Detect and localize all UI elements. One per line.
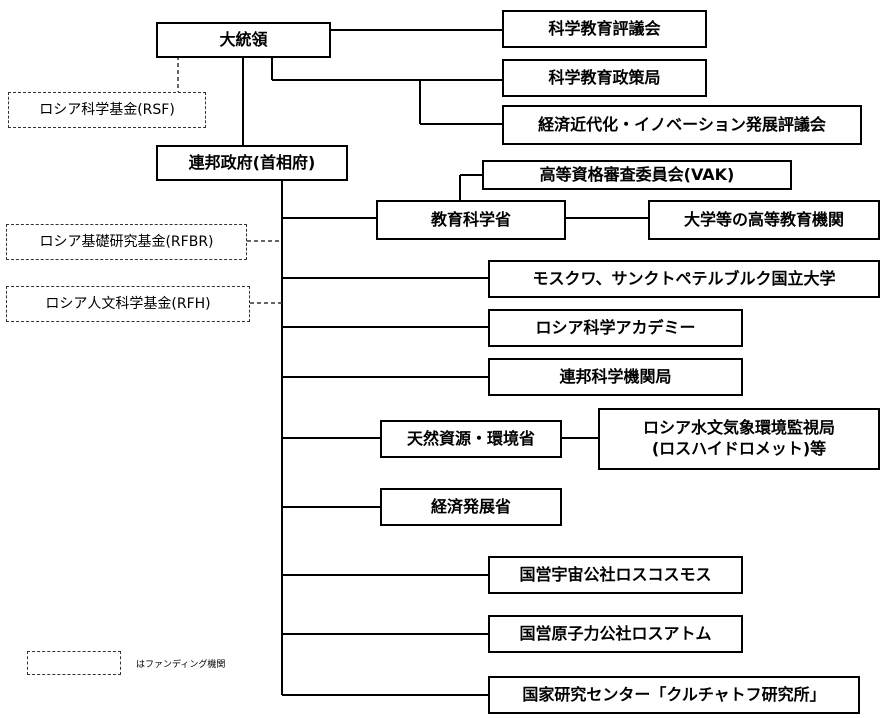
- legend-dashed-box: [27, 651, 121, 675]
- node-ministry-education-science: 教育科学省: [376, 200, 566, 240]
- node-ministry-economic-development: 経済発展省: [380, 488, 562, 526]
- node-roshydromet: ロシア水文気象環境監視局 (ロスハイドロメット)等: [598, 408, 880, 470]
- node-vak: 高等資格審査委員会(VAK): [482, 160, 792, 190]
- node-rsf-fund: ロシア科学基金(RSF): [8, 92, 206, 128]
- node-science-education-council: 科学教育評議会: [502, 10, 707, 48]
- node-ministry-natural-resources: 天然資源・環境省: [380, 420, 562, 458]
- node-roscosmos: 国営宇宙公社ロスコスモス: [488, 556, 743, 594]
- legend-label: はファンディング機関: [136, 660, 226, 670]
- node-rfbr-fund: ロシア基礎研究基金(RFBR): [6, 224, 247, 260]
- node-government: 連邦政府(首相府): [156, 145, 348, 181]
- node-kurchatov: 国家研究センター「クルチャトフ研究所」: [488, 676, 860, 714]
- node-higher-education-institutions: 大学等の高等教育機関: [648, 200, 880, 240]
- node-fano: 連邦科学機関局: [488, 358, 743, 396]
- node-president: 大統領: [156, 22, 331, 58]
- node-rfh-fund: ロシア人文科学基金(RFH): [6, 286, 250, 322]
- node-academy-of-sciences: ロシア科学アカデミー: [488, 309, 743, 347]
- node-modernization-council: 経済近代化・イノベーション発展評議会: [502, 105, 862, 145]
- node-rosatom: 国営原子力公社ロスアトム: [488, 615, 743, 653]
- node-science-education-policy-bureau: 科学教育政策局: [502, 59, 707, 97]
- node-msu-spbu: モスクワ、サンクトペテルブルク国立大学: [488, 260, 880, 298]
